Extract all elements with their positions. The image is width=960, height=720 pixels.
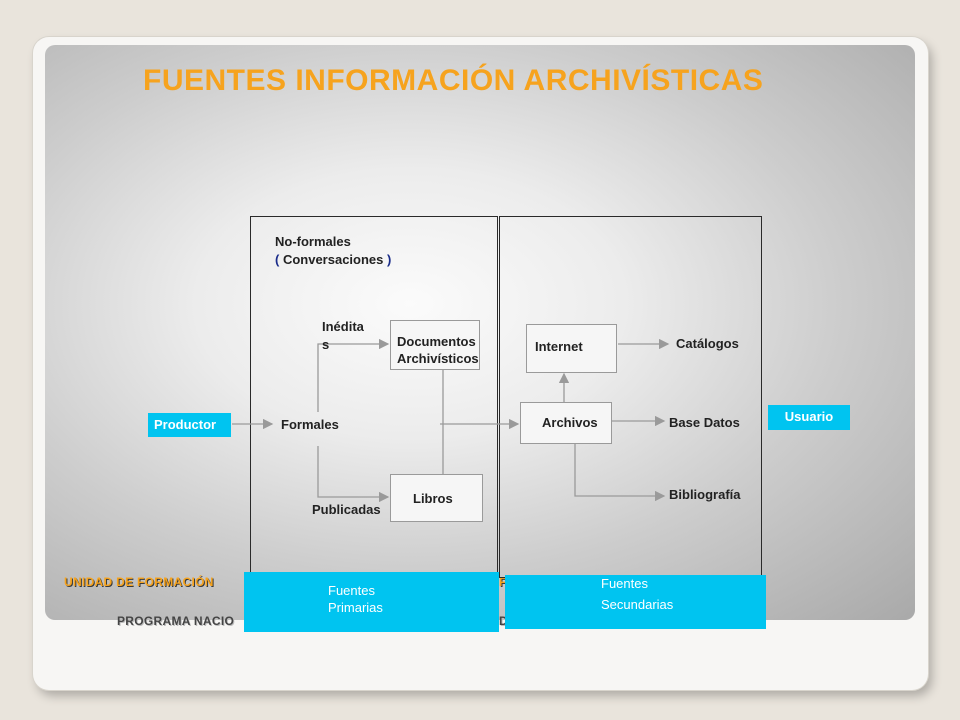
fuentes-secundarias-line1: Fuentes [601,576,648,591]
catalogos-label: Catálogos [676,336,739,351]
ineditas-label-line1: Inédita [322,319,364,334]
ineditas-label-line2: s [322,337,330,352]
no-formales-label: No-formales [275,234,351,249]
documentos-label-line1: Documentos [397,334,476,349]
archivos-box [520,402,612,444]
documentos-label-line2: Archivísticos [397,351,479,366]
usuario-box: Usuario [768,405,850,430]
fuentes-primarias-box: Fuentes Primarias [244,572,499,632]
fuentes-primarias-line1: Fuentes [328,583,375,598]
usuario-label: Usuario [784,409,834,424]
fuentes-primarias-line2: Primarias [328,600,383,615]
fuentes-secundarias-line2: Secundarias [601,597,674,612]
conversaciones-label: ( Conversaciones ) [275,252,392,267]
formales-label: Formales [281,417,339,432]
base-datos-label: Base Datos [669,415,740,430]
footer-line2-right: D [499,614,508,628]
internet-label: Internet [535,339,583,354]
documentos-archivisticos-box [390,320,480,370]
publicadas-label: Publicadas [312,502,381,517]
productor-label: Productor [154,417,217,432]
arrow-archivos-bibliografia [574,442,666,502]
libros-box [390,474,483,522]
slide-panel [45,45,915,620]
internet-box [526,324,617,373]
arrow-formales-libros [317,446,390,503]
footer-line1-right: F [499,575,507,589]
footer-line1-left: UNIDAD DE FORMACIÓN [64,575,214,589]
footer-line2-left: PROGRAMA NACIO [117,614,235,628]
bibliografia-label: Bibliografía [669,487,741,502]
fuentes-secundarias-box: Fuentes Secundarias [505,575,766,629]
productor-box: Productor [148,413,231,437]
libros-label: Libros [413,491,453,506]
archivos-label: Archivos [542,415,598,430]
arrow-formales-documentos [317,338,390,412]
